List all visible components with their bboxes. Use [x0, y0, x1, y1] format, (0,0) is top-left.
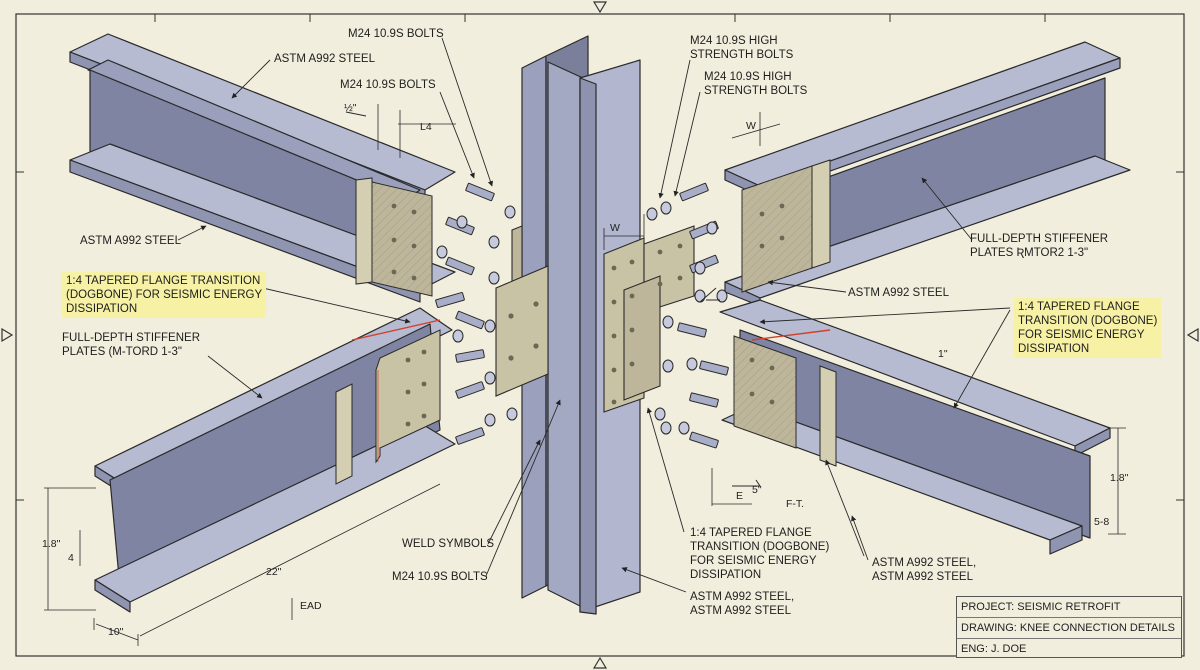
weld-symbol-marks — [345, 111, 761, 487]
dim-1-8-left: 1.8" — [42, 538, 61, 550]
sheet-border — [15, 13, 1185, 657]
title-block-drawing: DRAWING: KNEE CONNECTION DETAILS — [957, 618, 1181, 639]
beam-bottom-left — [94, 307, 456, 613]
title-block-engineer: ENG: J. DOE — [961, 643, 1027, 655]
border-ticks — [16, 14, 1184, 501]
dim-small: 5-8 — [1094, 516, 1110, 528]
dim-5: 5" — [752, 484, 762, 496]
dim-one-inch: 1" — [938, 348, 948, 360]
label-dogbone-bottom: 1:4 TAPERED FLANGE TRANSITION (DOGBONE) … — [690, 527, 830, 581]
label-steel-right-mid: ASTM A992 STEEL — [848, 287, 949, 299]
dim-l4: L4 — [420, 121, 432, 133]
stiffener-bottom-left — [335, 319, 441, 485]
label-dogbone-right: 1:4 TAPERED FLANGE TRANSITION (DOGBONE) … — [1014, 298, 1162, 358]
label-steel-bottom-mid: ASTM A992 STEEL, ASTM A992 STEEL — [690, 591, 795, 617]
dim-weld-tag: E — [736, 490, 744, 502]
dim-ft: F-T. — [786, 498, 805, 510]
label-hs-bolts-2: M24 10.9S HIGH STRENGTH BOLTS — [704, 71, 808, 97]
stiffener-top-left — [355, 177, 433, 297]
dim-10: 10" — [108, 626, 124, 638]
dim-w-top: W — [746, 120, 756, 132]
dimension-lines — [44, 104, 1126, 646]
dim-1-8-right: 1.8" — [1110, 472, 1129, 484]
label-stiffener-right: FULL-DEPTH STIFFENER PLATES ƦMTOR2 1-3" — [970, 233, 1109, 259]
label-steel-bottom-right: ASTM A992 STEEL, ASTM A992 STEEL — [872, 557, 977, 583]
label-steel-top-left: ASTM A992 STEEL — [274, 53, 375, 65]
dim-w-mid: W — [610, 222, 620, 234]
label-weld-symbols: WELD SYMBOLS — [402, 538, 495, 550]
label-bolts-bottom: M24 10.9S BOLTS — [392, 571, 488, 583]
bolts-right — [646, 182, 729, 449]
title-block: PROJECT: SEISMIC RETROFIT DRAWING: KNEE … — [956, 596, 1182, 658]
leader-lines — [177, 37, 1011, 593]
label-dogbone-left: 1:4 TAPERED FLANGE TRANSITION (DOGBONE) … — [62, 272, 267, 318]
plate-holes — [391, 203, 785, 427]
stiffener-bottom-right — [733, 329, 837, 467]
title-block-project: PROJECT: SEISMIC RETROFIT — [957, 597, 1181, 618]
label-steel-left: ASTM A992 STEEL — [80, 235, 181, 247]
stiffener-top-right — [741, 159, 831, 293]
dim-22: 22" — [266, 566, 282, 578]
label-stiffener-left: FULL-DEPTH STIFFENER PLATES (M-TORD 1-3" — [62, 332, 201, 358]
dim-ead: EAD — [300, 600, 322, 612]
bolts-left — [435, 182, 518, 445]
dim-four: 4 — [68, 552, 74, 564]
label-hs-bolts-1: M24 10.9S HIGH STRENGTH BOLTS — [690, 35, 794, 61]
label-bolts-top: M24 10.9S BOLTS — [348, 28, 444, 40]
label-bolts-upper: M24 10.9S BOLTS — [340, 79, 436, 91]
dim-half: ½" — [344, 102, 357, 114]
